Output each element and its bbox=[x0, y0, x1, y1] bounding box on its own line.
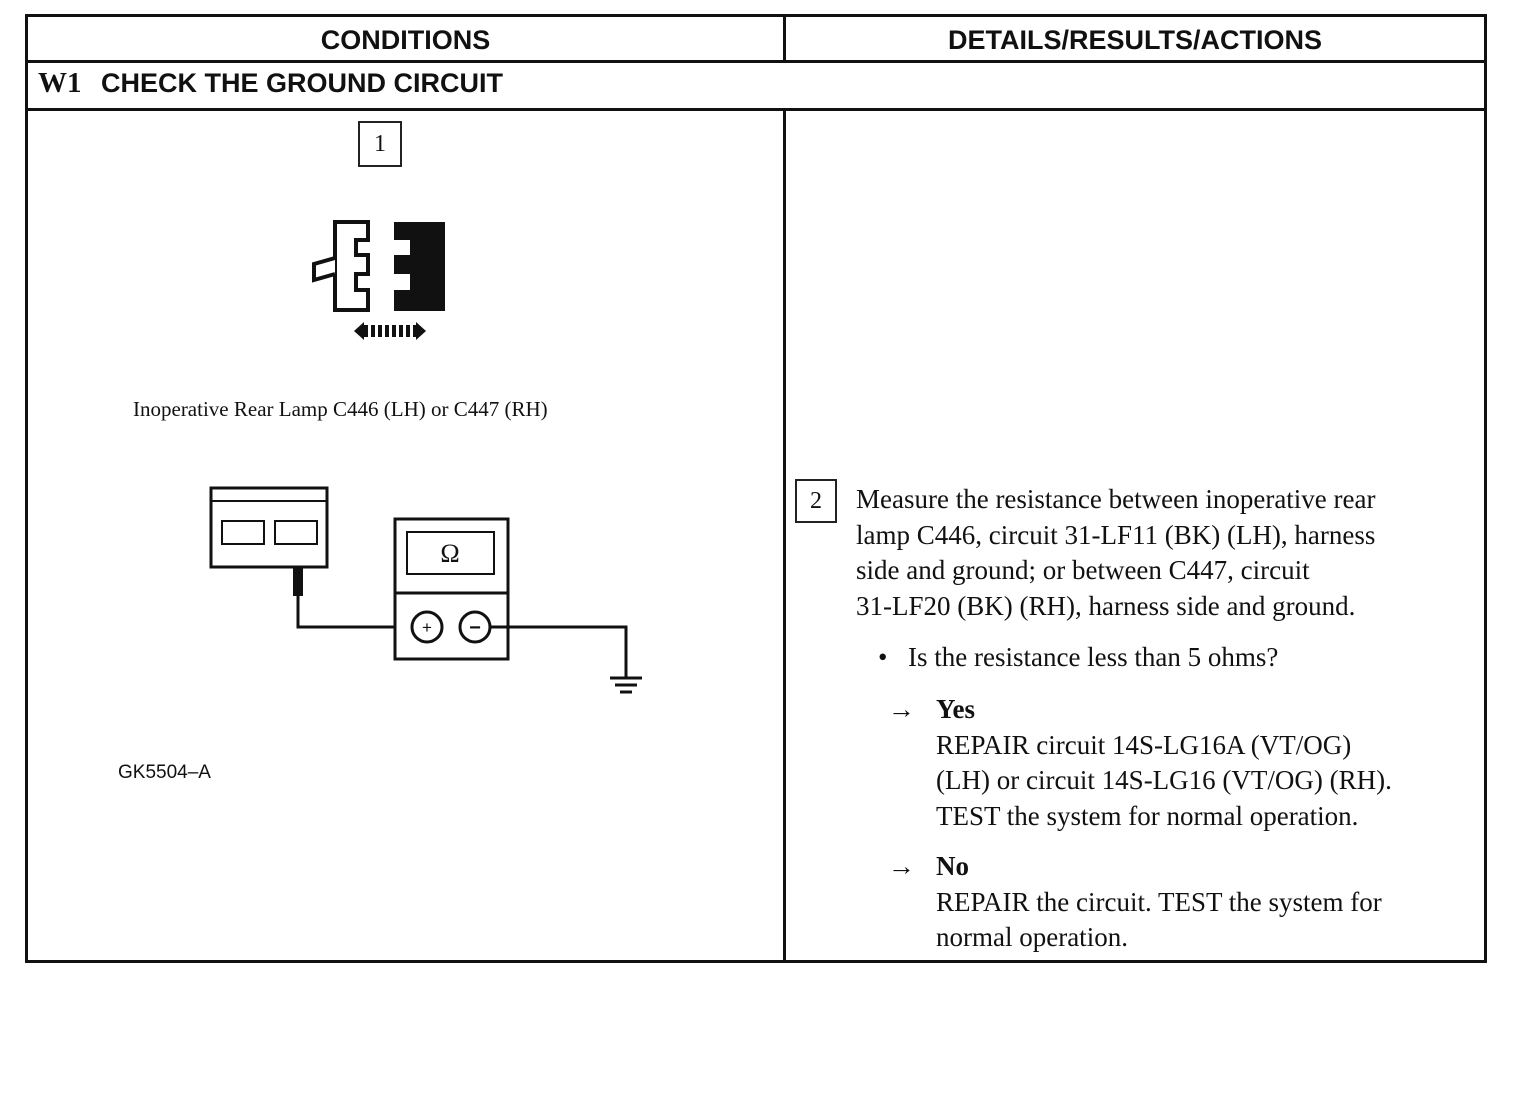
probe-tip bbox=[293, 566, 303, 596]
column-divider bbox=[783, 111, 786, 960]
details-header: DETAILS/RESULTS/ACTIONS bbox=[947, 25, 1322, 55]
bullet-icon: • bbox=[878, 642, 888, 672]
step-box-2: 2 bbox=[795, 479, 837, 523]
measure-line: 31-LF20 (BK) (RH), harness side and grou… bbox=[856, 590, 1356, 621]
ohm-symbol: Ω bbox=[440, 539, 459, 568]
question-bullet: • Is the resistance less than 5 ohms? bbox=[878, 640, 1278, 676]
connector-half-outline bbox=[333, 220, 370, 312]
figure-caption: Inoperative Rear Lamp C446 (LH) or C447 … bbox=[133, 397, 548, 421]
connector-cavity-right bbox=[274, 520, 318, 545]
connector-cavity-left bbox=[221, 520, 265, 545]
arrow-left-head bbox=[354, 322, 364, 340]
measure-instruction: Measure the resistance between inoperati… bbox=[856, 482, 1466, 624]
conditions-header: CONDITIONS bbox=[320, 25, 491, 55]
measure-line: Measure the resistance between inoperati… bbox=[856, 484, 1376, 514]
resistance-measurement-illustration: Ω + − bbox=[209, 486, 642, 694]
figure-id: GK5504–A bbox=[118, 762, 211, 783]
arrow-right-icon: → bbox=[888, 851, 915, 881]
answer-text: REPAIR circuit 14S-LG16A (VT/OG) (LH) or… bbox=[936, 728, 1476, 835]
diagnostic-table: CONDITIONS DETAILS/RESULTS/ACTIONS W1 CH… bbox=[25, 14, 1487, 963]
answer-line: REPAIR the circuit. TEST the system for bbox=[936, 886, 1382, 917]
step-body bbox=[28, 111, 1484, 960]
step-heading-row: W1 CHECK THE GROUND CIRCUIT bbox=[28, 63, 1484, 111]
ohmmeter-display bbox=[406, 531, 495, 575]
step-box-1: 1 bbox=[358, 121, 402, 167]
connector-disconnect-illustration bbox=[312, 220, 445, 340]
measure-line: lamp C446, circuit 31-LF11 (BK) (LH), ha… bbox=[856, 519, 1376, 550]
column-divider bbox=[783, 17, 786, 63]
answer-line: REPAIR circuit 14S-LG16A (VT/OG) bbox=[936, 729, 1352, 760]
arrow-right-icon: → bbox=[888, 694, 915, 724]
test-lead-negative bbox=[490, 625, 628, 678]
minus-symbol: − bbox=[469, 617, 481, 639]
answer-label: No bbox=[936, 851, 969, 881]
step-number: W1 bbox=[38, 67, 82, 99]
answer-line: normal operation. bbox=[936, 922, 1128, 952]
answer-line: (LH) or circuit 14S-LG16 (VT/OG) (RH). bbox=[936, 765, 1392, 795]
plus-symbol: + bbox=[422, 618, 432, 637]
test-lead-positive bbox=[296, 592, 427, 629]
positive-terminal bbox=[410, 610, 444, 644]
answer-text: REPAIR the circuit. TEST the system for … bbox=[936, 885, 1476, 956]
answer-line: TEST the system for normal operation. bbox=[936, 800, 1359, 831]
connector-half-solid bbox=[394, 222, 445, 311]
header-row: CONDITIONS DETAILS/RESULTS/ACTIONS bbox=[28, 17, 1484, 63]
arrow-right-head bbox=[416, 322, 426, 340]
step-title: CHECK THE GROUND CIRCUIT bbox=[101, 68, 503, 98]
answer-label: Yes bbox=[936, 694, 975, 724]
measure-line: side and ground; or between C447, circui… bbox=[856, 555, 1310, 585]
connector-latch bbox=[312, 256, 336, 283]
question-text: Is the resistance less than 5 ohms? bbox=[908, 642, 1279, 672]
